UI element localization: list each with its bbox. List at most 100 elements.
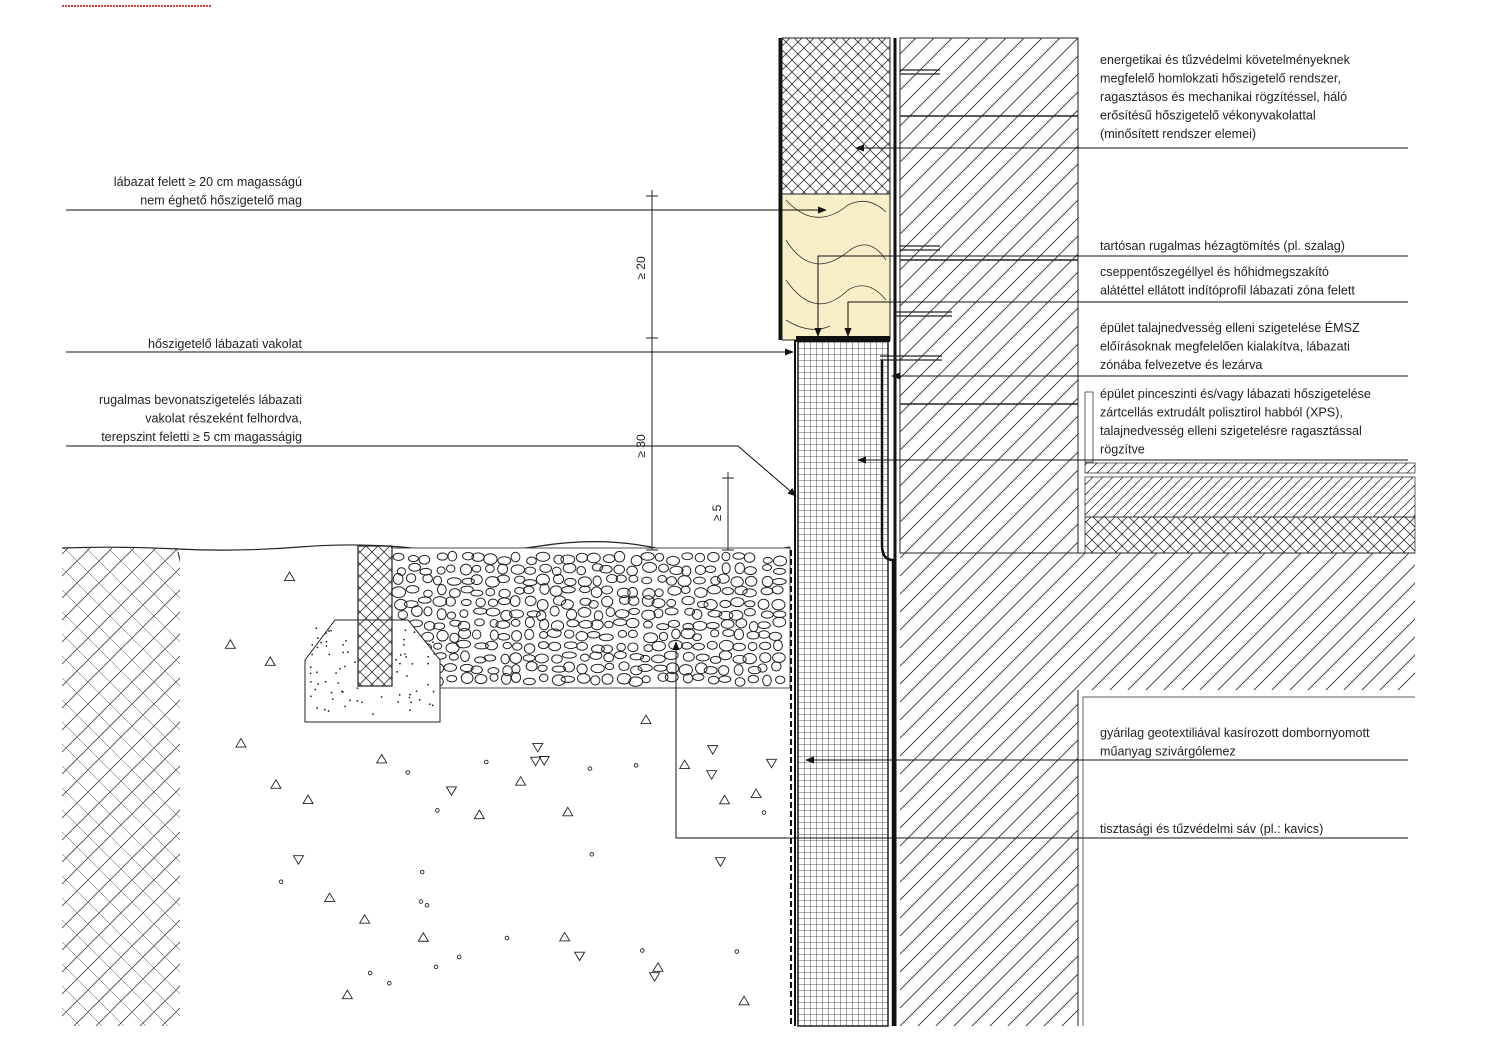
gravel-stone <box>418 554 431 565</box>
gravel-stone <box>759 641 772 651</box>
label-basement-insulation-line-3: talajnedvesség elleni szigetelésre ragas… <box>1100 424 1362 438</box>
concrete-dot <box>354 661 356 664</box>
gravel-stone <box>590 663 605 674</box>
concrete-dot <box>404 629 407 632</box>
backfill-dot <box>278 879 284 884</box>
gravel-stone <box>627 586 638 599</box>
gravel-stone <box>639 654 651 663</box>
gravel-stone <box>432 596 448 607</box>
gravel-stone <box>566 619 580 628</box>
gravel-stone <box>618 661 630 671</box>
concrete-dot <box>398 693 401 696</box>
gravel-stone <box>666 662 680 675</box>
backfill-triangle <box>358 913 371 924</box>
backfill-triangle <box>706 745 719 756</box>
gravel-stone <box>694 587 708 598</box>
gravel-stone <box>411 605 423 617</box>
gravel-stone <box>549 605 560 617</box>
backfill-triangle <box>714 857 727 868</box>
gravel-stone <box>417 596 432 604</box>
gravel-stone <box>509 609 524 619</box>
gravel-stone <box>526 556 537 566</box>
gravel-stone <box>762 563 772 572</box>
leaders-left <box>66 206 827 497</box>
gravel-stone <box>707 551 720 563</box>
gravel-stone <box>716 573 730 584</box>
label-facade-system-line-4: erősítésű hőszigetelő vékonyvakolattal <box>1100 109 1316 123</box>
gravel-stone <box>598 633 614 642</box>
gravel-stone <box>759 652 772 663</box>
gravel-stone <box>408 562 422 572</box>
dim-20: ≥ 20 <box>634 256 648 280</box>
backfill-triangle <box>264 655 277 666</box>
gravel-stone <box>590 619 604 631</box>
gravel-stone <box>524 616 535 628</box>
gravel-stone <box>601 673 614 685</box>
gravel-stone <box>744 600 756 608</box>
label-joint-sealing-line-1: tartósan rugalmas hézagtömítés (pl. szal… <box>1100 239 1345 253</box>
gravel-stone <box>599 564 613 574</box>
gravel-stone <box>485 607 501 617</box>
concrete-dot <box>346 651 349 653</box>
gravel-stone <box>423 606 433 617</box>
gravel-stone <box>757 663 768 673</box>
gravel-stone <box>640 552 655 561</box>
gravel-stone <box>535 551 551 562</box>
backfill-dot <box>418 899 424 904</box>
gravel-stone <box>407 554 419 563</box>
gravel-stone <box>773 555 788 567</box>
concrete-dot <box>339 667 341 670</box>
label-coating-seal-line-1: rugalmas bevonatszigetelés lábazati <box>99 393 302 407</box>
gravel-stone <box>695 653 710 662</box>
concrete-dot <box>397 701 400 703</box>
gravel-stone <box>423 620 436 631</box>
gravel-stone <box>613 550 626 563</box>
gravel-stone <box>459 663 474 673</box>
backfill-dot <box>435 808 440 813</box>
label-basement-insulation-line-2: zártcellás extrudált polisztirol habból … <box>1100 406 1343 420</box>
label-noncombustible-core-line-1: lábazat felett ≥ 20 cm magasságú <box>114 175 302 189</box>
gravel-stone <box>653 608 664 619</box>
gravel-stone <box>394 598 408 611</box>
gravel-stone <box>522 677 536 686</box>
gravel-stone <box>654 552 665 562</box>
gravel-stone <box>497 633 511 641</box>
gravel-stone <box>422 573 433 584</box>
gravel-stone <box>613 564 626 575</box>
gravel-stone <box>601 595 614 608</box>
gravel-stone <box>579 585 591 594</box>
backfill-triangle <box>283 571 296 581</box>
concrete-dot <box>343 665 346 668</box>
gravel-stone <box>666 555 681 566</box>
mineral-wool-core <box>781 193 891 341</box>
gravel-stone <box>460 650 470 662</box>
label-moisture-insulation-line-3: zónába felvezetve és lezárva <box>1100 358 1262 372</box>
gravel-stone <box>487 598 499 607</box>
backfill-triangle <box>531 742 544 753</box>
concrete-dot <box>403 638 405 641</box>
concrete-dot <box>325 632 327 635</box>
gravel-stone <box>523 643 536 654</box>
gravel-stone <box>616 587 631 599</box>
gravel-stone <box>500 609 513 622</box>
label-gravel-strip-line-1: tisztasági és tűzvédelmi sáv (pl.: kavic… <box>1100 822 1323 836</box>
concrete-dot <box>311 644 314 646</box>
gravel-stone <box>721 587 734 596</box>
gravel-stone <box>604 620 614 629</box>
gravel-stone <box>590 586 603 599</box>
label-starter-profile-line-1: cseppentőszegéllyel és hőhidmegszakító <box>1100 265 1329 279</box>
gravel-stone <box>704 565 717 573</box>
gravel-stone <box>771 578 787 586</box>
gravel-stone <box>664 607 679 616</box>
gravel-stone <box>459 609 469 618</box>
backfill-triangle <box>473 809 486 820</box>
gravel-stone <box>576 566 587 576</box>
gravel-stone <box>666 576 678 586</box>
gravel-stone <box>627 642 639 653</box>
concrete-dot <box>405 656 408 658</box>
gravel-stone <box>563 629 575 639</box>
gravel-stone <box>576 641 588 651</box>
gravel-stone <box>641 595 655 607</box>
gravel-stone <box>524 595 537 607</box>
